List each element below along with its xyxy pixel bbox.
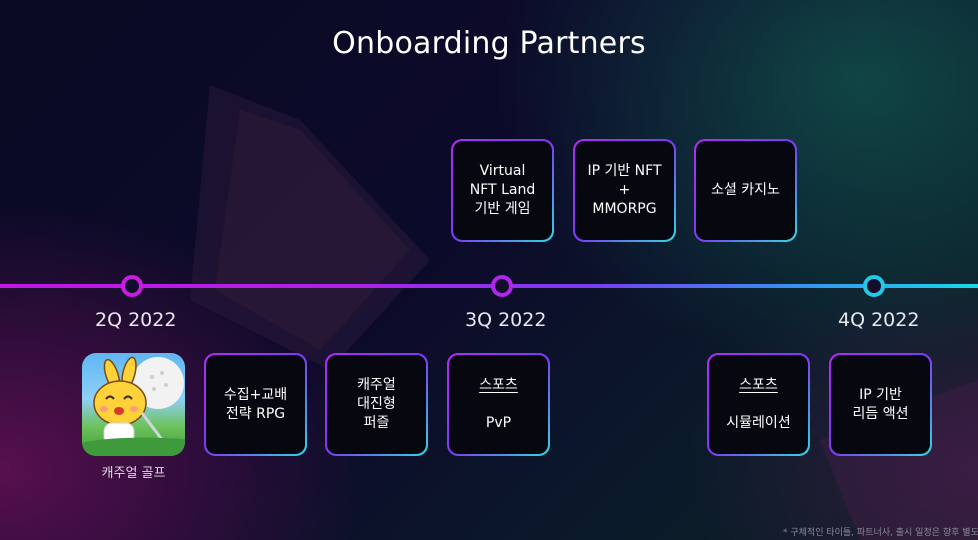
golf-character-icon: [82, 356, 185, 456]
card-subtitle: 시뮬레이션: [726, 415, 791, 431]
card-subtitle: PvP: [485, 415, 512, 431]
card-title: 스포츠: [739, 377, 778, 393]
casual-golf-caption: 캐주얼 골프: [101, 466, 166, 481]
card-title: 스포츠: [479, 377, 518, 393]
quarter-label-3q: 3Q 2022: [465, 309, 547, 331]
card-ip-nft-mmorpg: IP 기반 NFT + MMORPG: [573, 139, 676, 242]
casual-golf-app-icon: [82, 353, 185, 456]
card-label: 수집+교배 전략 RPG: [205, 354, 306, 455]
card-label: Virtual NFT Land 기반 게임: [452, 140, 553, 241]
card-label: IP 기반 NFT + MMORPG: [574, 140, 675, 241]
timeline-node-2q: [121, 275, 143, 297]
card-content: 스포츠 시뮬레이션: [708, 354, 809, 455]
timeline-node-3q: [491, 275, 513, 297]
card-content: 스포츠 PvP: [448, 354, 549, 455]
footnote: * 구체적인 타이틀, 파트너사, 출시 일정은 향후 별도 공: [783, 528, 978, 538]
quarter-label-4q: 4Q 2022: [838, 309, 920, 331]
card-sports-simulation: 스포츠 시뮬레이션: [707, 353, 810, 456]
card-collect-breed-rpg: 수집+교배 전략 RPG: [204, 353, 307, 456]
card-label: 캐주얼 대진형 퍼즐: [326, 354, 427, 455]
timeline-node-4q: [863, 275, 885, 297]
card-label: 소셜 카지노: [695, 140, 796, 241]
card-virtual-nft-land: Virtual NFT Land 기반 게임: [451, 139, 554, 242]
card-ip-rhythm-action: IP 기반 리듬 액션: [829, 353, 932, 456]
card-casual-puzzle: 캐주얼 대진형 퍼즐: [325, 353, 428, 456]
page-title: Onboarding Partners: [332, 26, 646, 61]
timeline-bar: [0, 284, 978, 288]
quarter-label-2q: 2Q 2022: [95, 309, 177, 331]
card-sports-pvp: 스포츠 PvP: [447, 353, 550, 456]
card-label: IP 기반 리듬 액션: [830, 354, 931, 455]
card-social-casino: 소셜 카지노: [694, 139, 797, 242]
